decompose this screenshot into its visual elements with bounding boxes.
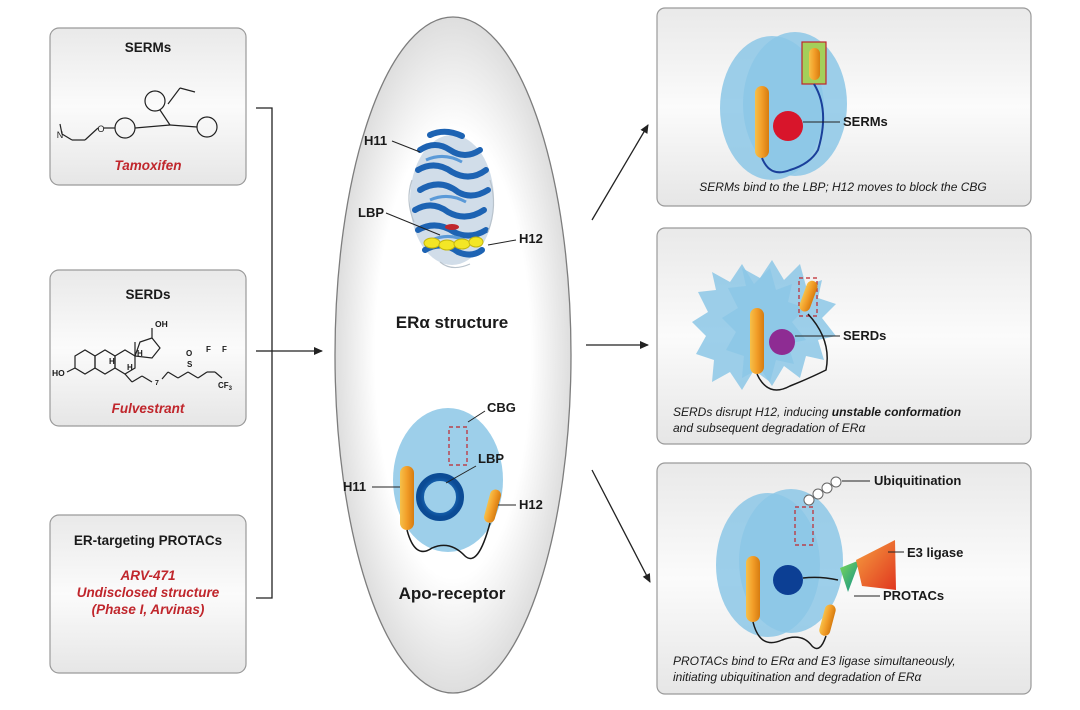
- serd-ligand-ball: [769, 329, 795, 355]
- fluorine-label-1: F: [206, 345, 211, 354]
- serms-h12-helix: [809, 48, 820, 80]
- protacs-cbg-box: [794, 506, 814, 546]
- serds-drug-panel: SERDs OH H H H HO 7 S O F F: [49, 269, 247, 427]
- serms-loop: [761, 83, 825, 174]
- ubiquitination-label: Ubiquitination: [874, 473, 961, 488]
- h-label-3: H: [127, 363, 133, 372]
- lbp-structure-label: LBP: [358, 205, 384, 220]
- protacs-drug-panel: ER-targeting PROTACs ARV-471 Undisclosed…: [49, 514, 247, 674]
- cf3-label: CF3: [218, 381, 233, 392]
- nitrogen-atom: N: [57, 130, 64, 140]
- h11-structure-label: H11: [364, 133, 387, 148]
- protacs-caption-line2: initiating ubiquitination and degradatio…: [673, 670, 923, 684]
- apo-h11-label: H11: [343, 479, 366, 494]
- fulvestrant-structure: [66, 328, 223, 383]
- serds-panel-title: SERDs: [125, 287, 170, 302]
- protacs-mechanism-label: PROTACs: [883, 588, 944, 603]
- center-ellipse: [334, 16, 572, 694]
- e3-ligase-shape: [856, 540, 896, 590]
- tamoxifen-structure: [59, 87, 218, 141]
- arv471-label: ARV-471: [119, 568, 175, 583]
- tamoxifen-label: Tamoxifen: [114, 158, 181, 173]
- fluorine-label-2: F: [222, 345, 227, 354]
- protac-target-ball: [773, 565, 803, 595]
- apo-receptor-title: Apo-receptor: [399, 584, 506, 603]
- left-bracket-connector: [256, 107, 323, 599]
- apo-cbg-label: CBG: [487, 400, 516, 415]
- chain-repeat-label: 7: [155, 380, 159, 387]
- h12-structure-label: H12: [519, 231, 543, 246]
- h-label-1: H: [137, 349, 143, 358]
- apo-label-lines: [372, 410, 516, 506]
- ubiquitin-chain: [803, 476, 842, 506]
- apo-receptor-illustration: [393, 408, 503, 560]
- right-arrows: [586, 124, 651, 583]
- apo-h12-label: H12: [519, 497, 543, 512]
- protacs-mechanism-panel: Ubiquitination E3 ligase PROTACs PROTACs…: [656, 462, 1032, 695]
- oxygen-atom: O: [97, 124, 104, 134]
- protac-e3-ligand: [840, 560, 860, 592]
- h-label-2: H: [109, 357, 115, 366]
- era-protein-structure: [408, 128, 495, 269]
- apo-h11-helix: [400, 466, 414, 530]
- serms-caption: SERMs bind to the LBP; H12 moves to bloc…: [699, 180, 986, 194]
- apo-lbp-label: LBP: [478, 451, 504, 466]
- e3-ligase-label: E3 ligase: [907, 545, 963, 560]
- apo-cbg-box: [448, 426, 468, 466]
- sulfoxide-o-label: O: [186, 349, 192, 358]
- serms-panel-title: SERMs: [125, 40, 172, 55]
- serds-h11-helix: [750, 308, 764, 374]
- phase-label: (Phase I, Arvinas): [92, 602, 205, 617]
- era-structure-title: ERα structure: [396, 313, 508, 332]
- sulfur-label: S: [187, 360, 193, 369]
- serds-h12-helix: [799, 280, 818, 312]
- structure-label-lines: [385, 140, 517, 246]
- ho-label: HO: [52, 368, 65, 378]
- apo-h12-helix: [484, 489, 501, 523]
- fulvestrant-label: Fulvestrant: [112, 401, 185, 416]
- serms-h11-helix: [755, 86, 769, 158]
- serds-caption-line2: and subsequent degradation of ERα: [673, 421, 866, 435]
- apo-lbp-ring: [416, 473, 464, 521]
- protacs-h12-helix: [819, 604, 836, 636]
- protacs-h11-helix: [746, 556, 760, 622]
- serds-loop: [756, 313, 828, 391]
- serms-mechanism-panel: SERMs SERMs bind to the LBP; H12 moves t…: [656, 7, 1032, 207]
- oh-label: OH: [155, 319, 168, 329]
- protacs-caption-line1: PROTACs bind to ERα and E3 ligase simult…: [673, 654, 956, 668]
- serm-ligand-ball: [773, 111, 803, 141]
- serds-mechanism-label: SERDs: [843, 328, 886, 343]
- serds-mechanism-panel: SERDs SERDs disrupt H12, inducing unstab…: [656, 227, 1032, 445]
- serms-mechanism-label: SERMs: [843, 114, 888, 129]
- serds-caption-line1: SERDs disrupt H12, inducing unstable con…: [673, 405, 961, 419]
- protacs-loop: [752, 621, 827, 650]
- serms-drug-panel: SERMs O N Tamoxifen: [49, 27, 247, 186]
- undisclosed-structure-label: Undisclosed structure: [77, 585, 220, 600]
- apo-loop: [406, 522, 491, 560]
- protacs-panel-title: ER-targeting PROTACs: [74, 533, 222, 548]
